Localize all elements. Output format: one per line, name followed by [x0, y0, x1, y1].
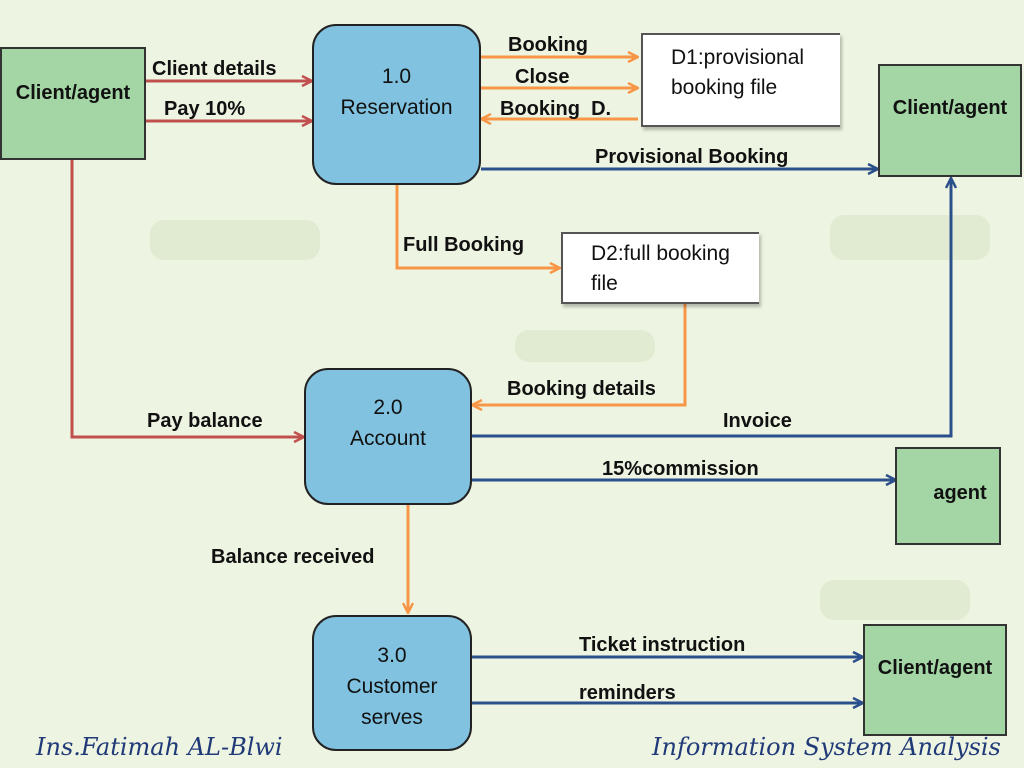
flow-label-balance-received: Balance received	[211, 546, 375, 568]
background-shape	[515, 330, 655, 362]
process-customer-serves: 3.0 Customer serves	[312, 615, 472, 751]
arrow-invoice	[472, 178, 951, 438]
flow-label-provisional-booking: Provisional Booking	[595, 146, 789, 168]
flow-label-close: Close	[515, 66, 570, 88]
footer-author: Ins.Fatimah AL-Blwi	[36, 733, 283, 761]
flow-label-reminders: reminders	[579, 682, 676, 704]
arrow-booking-details	[472, 304, 687, 405]
store-d1-line1: D1:provisional	[671, 46, 805, 69]
store-d1-line2: booking file	[671, 76, 778, 99]
flow-label-ticket-instruction: Ticket instruction	[579, 634, 746, 656]
flow-label-commission: 15%commission	[602, 458, 759, 480]
store-d2-full: D2:full booking file	[561, 232, 759, 304]
entity-client-agent-bottom: Client/agent	[863, 624, 1007, 736]
flow-label-booking-details: Booking details	[507, 378, 656, 400]
process-reservation-name: Reservation	[340, 96, 453, 119]
process-customer-serves-id: 3.0	[377, 644, 407, 667]
store-d2-line2: file	[591, 272, 618, 295]
entity-agent: agent	[895, 447, 1001, 545]
flow-label-booking: Booking	[508, 34, 588, 56]
background-shape	[820, 580, 970, 620]
process-account: 2.0 Account	[304, 368, 472, 505]
process-customer-serves-name-line1: Customer	[346, 675, 438, 698]
process-reservation: 1.0 Reservation	[312, 24, 481, 185]
arrow-full-booking	[395, 185, 560, 268]
entity-client-agent-right: Client/agent	[878, 64, 1022, 177]
flow-label-pay-10: Pay 10%	[164, 98, 246, 120]
store-d1-provisional: D1:provisional booking file	[641, 33, 840, 127]
footer-course: Information System Analysis	[652, 733, 1001, 761]
entity-client-agent-left: Client/agent	[0, 47, 146, 160]
process-customer-serves-name-line2: serves	[361, 706, 423, 729]
process-account-name: Account	[350, 427, 426, 450]
process-reservation-id: 1.0	[381, 65, 412, 88]
process-account-id: 2.0	[373, 396, 403, 419]
flow-label-booking-d: Booking D.	[500, 98, 612, 120]
store-d2-line1: D2:full booking	[591, 242, 730, 265]
entity-client-agent-left-label: Client/agent	[15, 82, 131, 104]
flow-label-client-details: Client details	[152, 58, 277, 80]
entity-agent-label: agent	[933, 481, 987, 504]
flow-label-pay-balance: Pay balance	[147, 410, 263, 432]
background-shape	[830, 215, 990, 260]
entity-client-agent-bottom-label: Client/agent	[877, 656, 993, 679]
flow-label-invoice: Invoice	[723, 410, 792, 432]
entity-client-agent-right-label: Client/agent	[892, 97, 1008, 119]
flow-label-full-booking: Full Booking	[403, 234, 525, 256]
arrow-pay-balance	[70, 160, 304, 437]
background-shape	[150, 220, 320, 260]
